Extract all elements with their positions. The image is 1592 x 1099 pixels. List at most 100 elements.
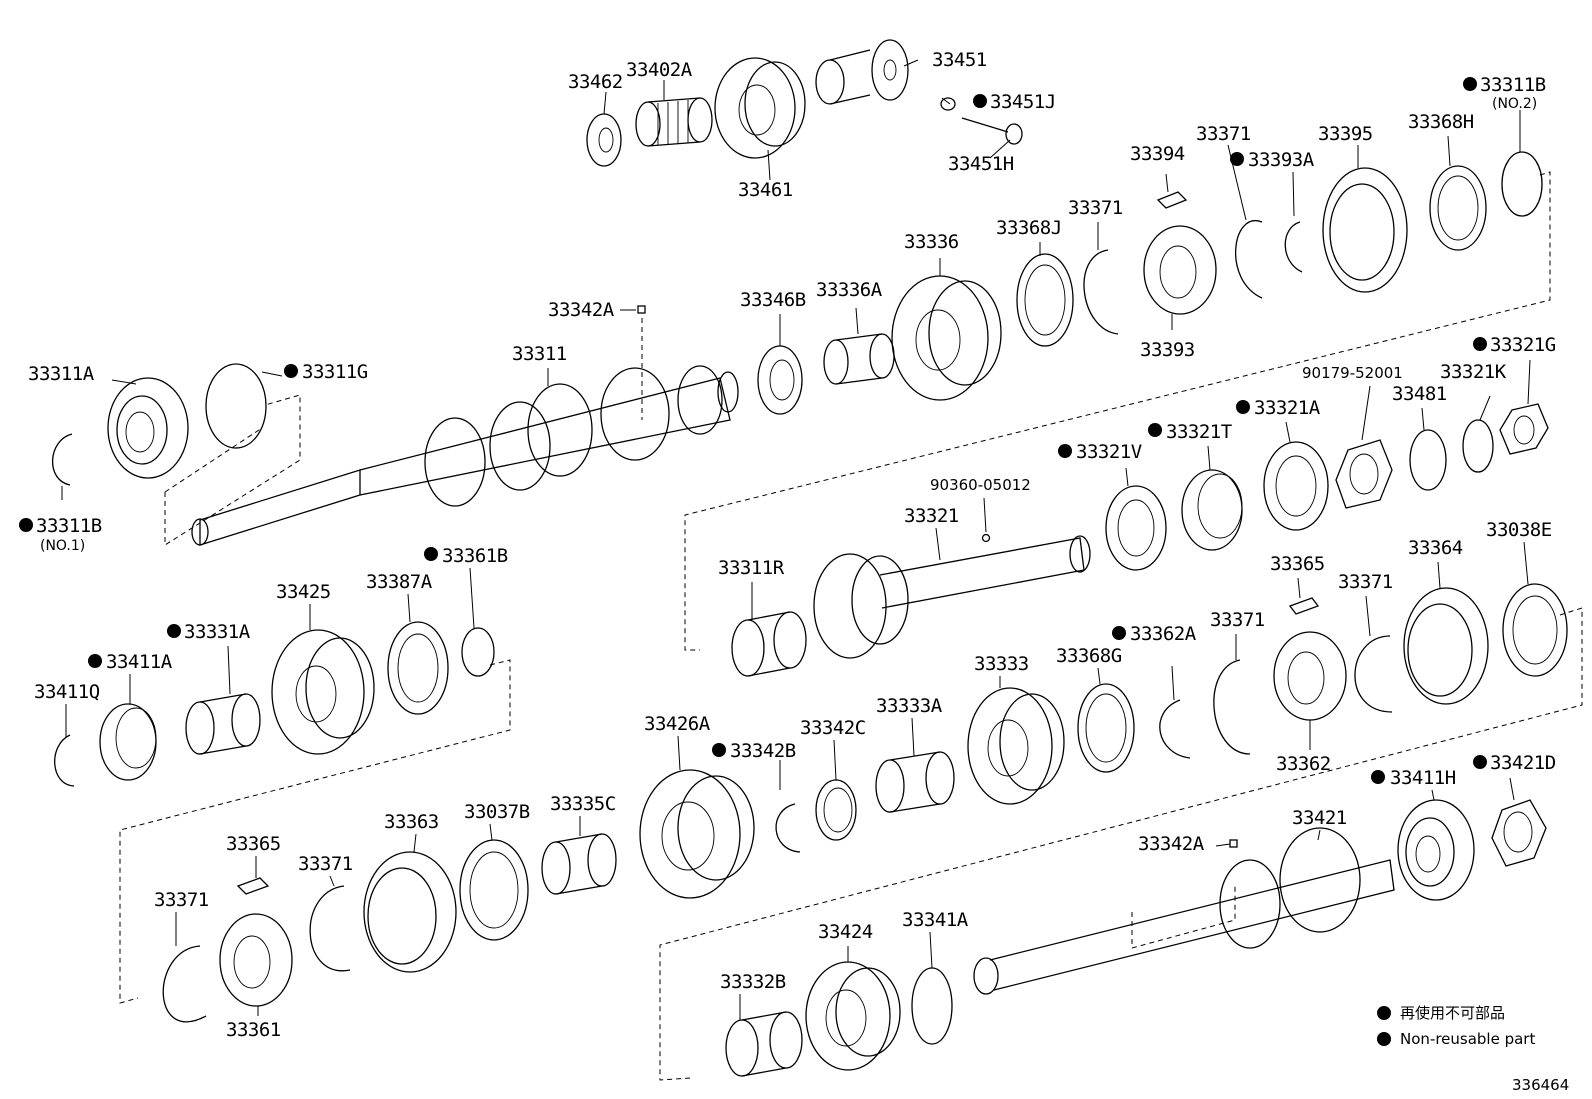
part-33332B-bearing xyxy=(725,1011,803,1077)
label-33321T: 33321T xyxy=(1166,421,1232,443)
dot-33331A xyxy=(167,624,181,638)
outline-mainshaft-left xyxy=(164,394,301,546)
label-33451H: 33451H xyxy=(948,153,1014,175)
label-33371-f: 33371 xyxy=(154,889,209,911)
part-33362A-ring xyxy=(1159,699,1191,759)
label-33364: 33364 xyxy=(1408,537,1463,559)
legend-dot-en xyxy=(1377,1032,1391,1046)
label-33321V: 33321V xyxy=(1076,441,1142,463)
part-33395-sleeve xyxy=(1322,167,1408,293)
label-33462: 33462 xyxy=(568,71,623,93)
part-33402A-bearing xyxy=(635,97,713,147)
outline-lower-left xyxy=(119,659,511,1004)
part-33321K-ring xyxy=(1462,419,1494,473)
label-90360-05012: 90360-05012 xyxy=(930,476,1031,494)
label-33342B: 33342B xyxy=(730,740,796,762)
label-33395: 33395 xyxy=(1318,123,1373,145)
part-33311B-no2-snapring xyxy=(1501,151,1543,217)
label-33368G: 33368G xyxy=(1056,645,1122,667)
label-33461: 33461 xyxy=(738,179,793,201)
label-33368H: 33368H xyxy=(1408,111,1474,133)
label-33371-c: 33371 xyxy=(1338,571,1393,593)
outline-lower-right xyxy=(659,607,1583,1081)
part-33331A-bearing xyxy=(185,693,261,755)
label-33311R: 33311R xyxy=(718,557,785,579)
part-33371-snapring-c xyxy=(1354,635,1393,713)
dot-33451J xyxy=(973,94,987,108)
assembly-outlines xyxy=(119,171,1583,1081)
part-33321G-nut xyxy=(1499,403,1549,455)
part-90179-52001-nut xyxy=(1335,439,1393,509)
label-33311B-top-sub: (NO.2) xyxy=(1492,96,1537,112)
part-33363-sleeve xyxy=(363,851,457,973)
label-33451J: 33451J xyxy=(990,91,1056,113)
label-33311: 33311 xyxy=(512,343,567,365)
part-33451J-nut xyxy=(940,97,956,111)
part-33394-key xyxy=(1156,191,1188,209)
label-33336: 33336 xyxy=(904,231,959,253)
label-33346B: 33346B xyxy=(740,289,806,311)
part-33462-washer xyxy=(586,113,622,167)
label-33371-d: 33371 xyxy=(1210,609,1265,631)
part-33341A-ring xyxy=(911,967,953,1045)
part-33371-snapring-b xyxy=(1083,249,1119,335)
part-33342B-ring xyxy=(775,803,801,853)
label-33311B-top: 33311B xyxy=(1480,74,1546,96)
label-33342C: 33342C xyxy=(800,717,866,739)
label-33341A: 33341A xyxy=(902,909,969,931)
label-33393A: 33393A xyxy=(1248,149,1315,171)
dot-33362A xyxy=(1112,626,1126,640)
label-33361B: 33361B xyxy=(442,545,508,567)
label-33335C: 33335C xyxy=(550,793,616,815)
part-33365-key-a xyxy=(1288,597,1320,615)
legend-text-jp: 再使用不可部品 xyxy=(1400,1004,1505,1022)
part-90360-05012-ball xyxy=(981,533,991,543)
part-33038E-synchro-ring xyxy=(1502,583,1568,677)
dot-33393A xyxy=(1230,152,1244,166)
label-33321K: 33321K xyxy=(1440,361,1507,383)
part-33425-gear xyxy=(271,629,375,755)
part-33361B-ring xyxy=(461,627,495,677)
part-33342C-washer xyxy=(815,779,857,841)
part-33321T-race xyxy=(1181,469,1243,551)
outline-reverse-shaft xyxy=(1131,885,1236,949)
label-33336A: 33336A xyxy=(816,279,883,301)
label-33371-b: 33371 xyxy=(1068,197,1123,219)
dot-33321V xyxy=(1058,444,1072,458)
label-33362A: 33362A xyxy=(1130,623,1197,645)
label-33311G: 33311G xyxy=(302,361,368,383)
part-33451-sleeve xyxy=(815,39,909,105)
part-33321V-bearing xyxy=(1105,485,1167,571)
part-33387A-synchro-ring xyxy=(387,621,449,715)
part-33371-snapring-f xyxy=(162,945,207,1023)
label-33333: 33333 xyxy=(974,653,1029,675)
label-33425: 33425 xyxy=(276,581,331,603)
label-33342A-bottom: 33342A xyxy=(1138,833,1205,855)
part-33368G-synchro-ring xyxy=(1077,683,1135,773)
label-33365-b: 33365 xyxy=(226,833,281,855)
dot-33311B-top xyxy=(1463,77,1477,91)
part-33333A-bearing xyxy=(875,751,955,813)
label-33421: 33421 xyxy=(1292,807,1347,829)
label-33362: 33362 xyxy=(1276,753,1331,775)
part-33311B-no1-snapring xyxy=(51,433,73,486)
label-33311A: 33311A xyxy=(28,363,95,385)
label-33361: 33361 xyxy=(226,1019,281,1041)
dot-33411A xyxy=(88,654,102,668)
label-33421D: 33421D xyxy=(1490,752,1556,774)
label-33321: 33321 xyxy=(904,505,959,527)
label-33037B: 33037B xyxy=(464,801,530,823)
dot-33411H xyxy=(1371,770,1385,784)
label-33333A: 33333A xyxy=(876,695,943,717)
part-33336A-bearing xyxy=(823,333,895,385)
label-33411Q: 33411Q xyxy=(34,681,100,703)
label-33387A: 33387A xyxy=(366,571,433,593)
part-33336-gear xyxy=(891,275,1002,401)
part-33393A-ring xyxy=(1284,221,1303,273)
label-33332B: 33332B xyxy=(720,971,786,993)
leader-lines xyxy=(61,59,1531,1020)
part-33411Q-ring xyxy=(54,734,75,787)
part-33311A-bearing xyxy=(107,377,189,479)
part-33311G-snapring xyxy=(205,363,267,449)
part-33421D-nut xyxy=(1491,799,1547,867)
